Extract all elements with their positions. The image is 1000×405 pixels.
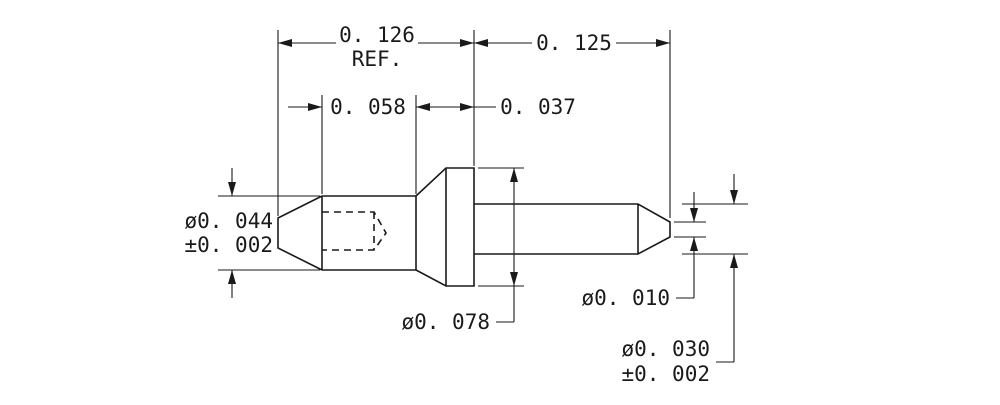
tip-diameter-label: ø0. 010	[581, 286, 670, 310]
hidden-bore	[322, 211, 387, 251]
flange-width-label: 0. 037	[500, 95, 576, 119]
front-diameter-value-label: ø0. 044	[184, 209, 273, 233]
tail-length-label: 0. 125	[536, 31, 612, 55]
dimension-labels: 0. 126 REF. 0. 125 0. 058 0. 037 ø0. 044…	[184, 23, 710, 386]
front-bore-depth-label: 0. 058	[330, 95, 406, 119]
flange-diameter-label: ø0. 078	[401, 310, 490, 334]
overall-ref-value-label: 0. 126	[339, 23, 415, 47]
tail-diameter-tolerance-label: ±0. 002	[621, 362, 710, 386]
dimension-lines	[228, 39, 738, 363]
pin-part-outline	[277, 167, 671, 287]
front-body-outline	[277, 195, 416, 271]
flange-outline	[415, 167, 475, 287]
tail-shaft-outline	[474, 203, 671, 255]
overall-ref-note-label: REF.	[352, 47, 403, 71]
tail-diameter-value-label: ø0. 030	[621, 337, 710, 361]
front-diameter-tolerance-label: ±0. 002	[184, 233, 273, 257]
extension-lines	[218, 30, 748, 287]
